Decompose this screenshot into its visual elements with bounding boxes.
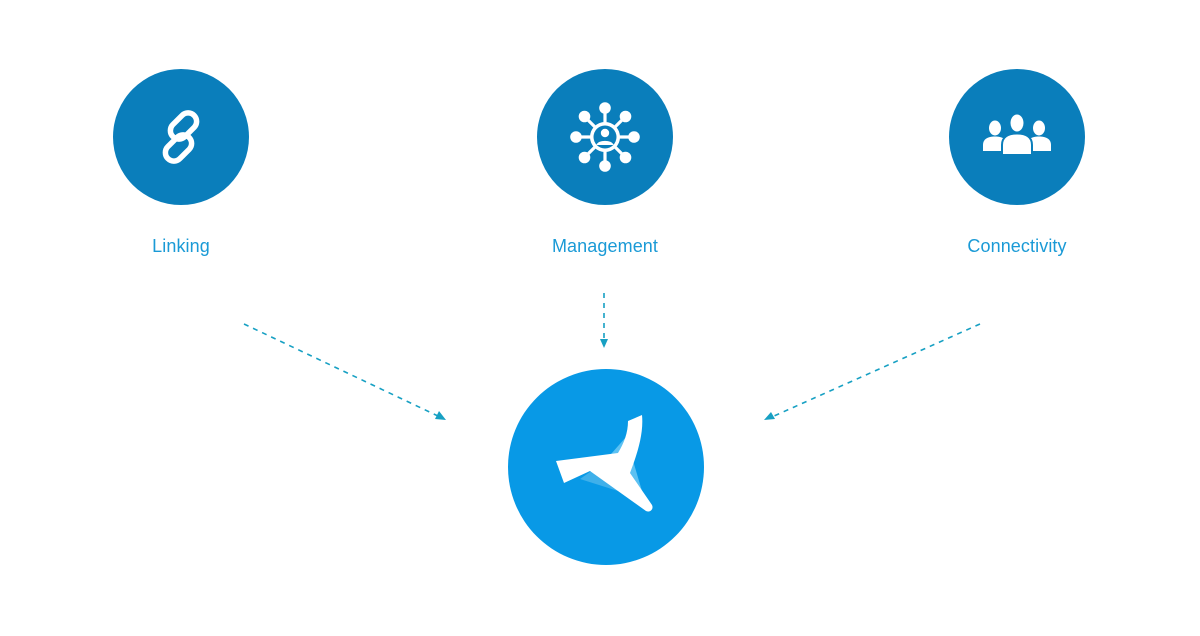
arrow-linking-to-hub — [243, 323, 439, 417]
people-group-icon — [983, 112, 1051, 156]
linking-node — [113, 69, 249, 205]
arrowhead-connectivity — [764, 412, 775, 420]
management-node — [537, 69, 673, 205]
linking-label: Linking — [152, 236, 210, 256]
arrowhead-management — [600, 339, 608, 348]
network-hub-icon — [570, 102, 640, 172]
connectivity-label: Connectivity — [967, 236, 1067, 256]
central-hub — [508, 369, 704, 565]
connectivity-node — [949, 69, 1085, 205]
arrow-connectivity-to-hub — [773, 323, 981, 417]
chain-link-icon — [162, 110, 200, 164]
management-label: Management — [551, 236, 659, 256]
arrowhead-linking — [435, 411, 446, 420]
triangle-logo-icon — [556, 415, 653, 512]
